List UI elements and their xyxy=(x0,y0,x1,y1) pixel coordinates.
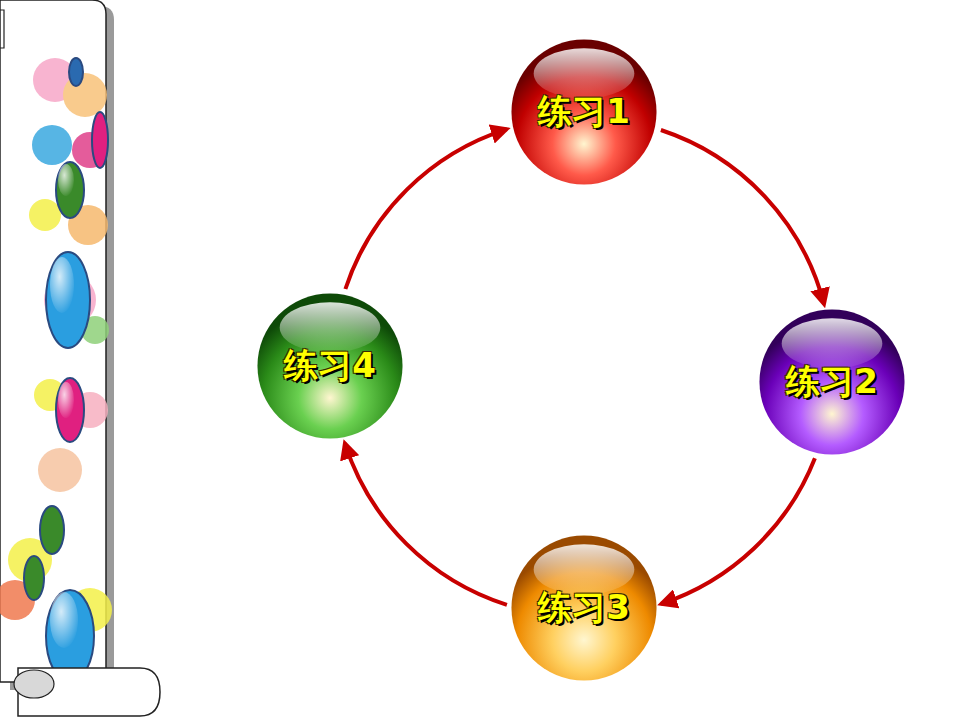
sphere-node: 练习2 xyxy=(758,308,906,456)
cycle-arrow xyxy=(345,129,507,289)
sphere-node: 练习3 xyxy=(510,534,658,682)
cycle-arrow xyxy=(345,443,507,605)
cycle-arrow xyxy=(661,458,815,604)
cycle-arrow xyxy=(661,130,824,304)
node-label: 练习2 xyxy=(786,359,878,405)
node-label: 练习1 xyxy=(538,89,630,135)
sphere-node: 练习1 xyxy=(510,38,658,186)
sphere-node: 练习4 xyxy=(256,292,404,440)
node-label: 练习4 xyxy=(284,343,376,389)
node-label: 练习3 xyxy=(538,585,630,631)
